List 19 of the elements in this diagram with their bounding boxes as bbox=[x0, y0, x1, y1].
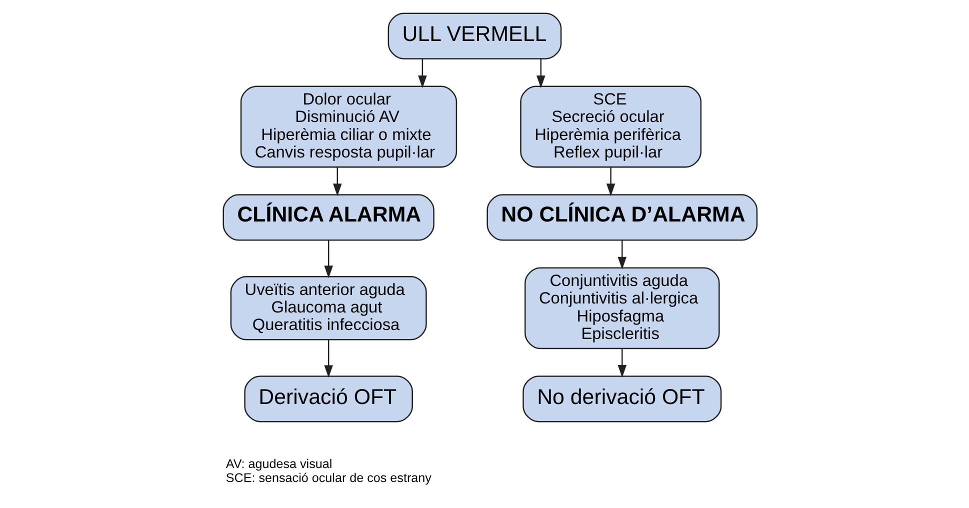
arrow bbox=[536, 58, 546, 88]
arrow bbox=[618, 348, 627, 378]
arrow bbox=[418, 58, 427, 88]
node-box: ULL VERMELL bbox=[388, 12, 562, 60]
node-box: No derivació OFT bbox=[522, 376, 722, 422]
node-box: NO CLÍNICA D’ALARMA bbox=[486, 194, 758, 241]
arrow bbox=[618, 240, 627, 270]
node-box: Uveïtis anterior aguda Glaucoma agut Queratitis infecciosa bbox=[230, 276, 427, 340]
arrow bbox=[324, 240, 333, 278]
node-box: Dolor ocular Disminució AV Hiperèmia ciliar o mixte Canvis resposta pupil·lar bbox=[240, 86, 458, 168]
node-box: SCE Secreció ocular Hiperèmia perifèrica Reflex pupil·lar bbox=[520, 86, 702, 168]
arrow bbox=[606, 167, 616, 196]
arrow bbox=[332, 167, 342, 196]
arrow bbox=[324, 340, 333, 378]
node-box: CLÍNICA ALARMA bbox=[222, 194, 434, 241]
label: AV: agudesa visual bbox=[226, 457, 332, 472]
node-box: Conjuntivitis aguda Conjuntivitis al·lergica Hiposfagma Episcleritis bbox=[524, 267, 720, 350]
label: SCE: sensació ocular de cos estrany bbox=[226, 471, 432, 486]
node-box: Derivació OFT bbox=[244, 376, 413, 422]
